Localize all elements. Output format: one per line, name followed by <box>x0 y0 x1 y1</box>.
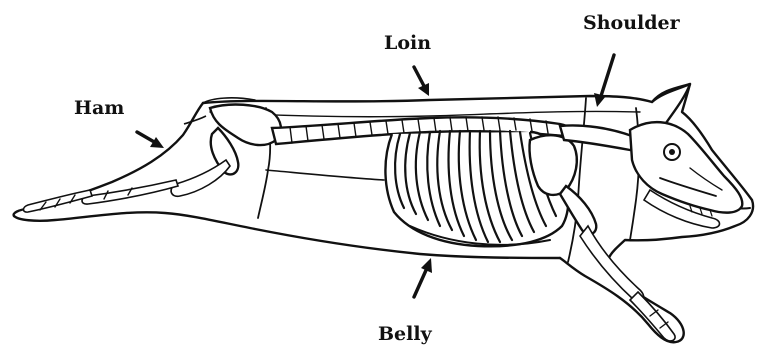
label-loin: Loin <box>384 32 431 54</box>
arrow-shoulder <box>594 55 614 107</box>
arrow-ham <box>137 132 164 148</box>
front-leg-lower <box>580 226 644 302</box>
skull <box>630 122 742 228</box>
arrow-belly <box>414 258 432 297</box>
label-shoulder: Shoulder <box>583 12 681 34</box>
pig-skeleton <box>24 105 743 341</box>
arrow-loin <box>414 67 429 96</box>
label-belly: Belly <box>378 323 433 345</box>
front-foot <box>630 292 675 341</box>
label-ham: Ham <box>74 97 124 119</box>
